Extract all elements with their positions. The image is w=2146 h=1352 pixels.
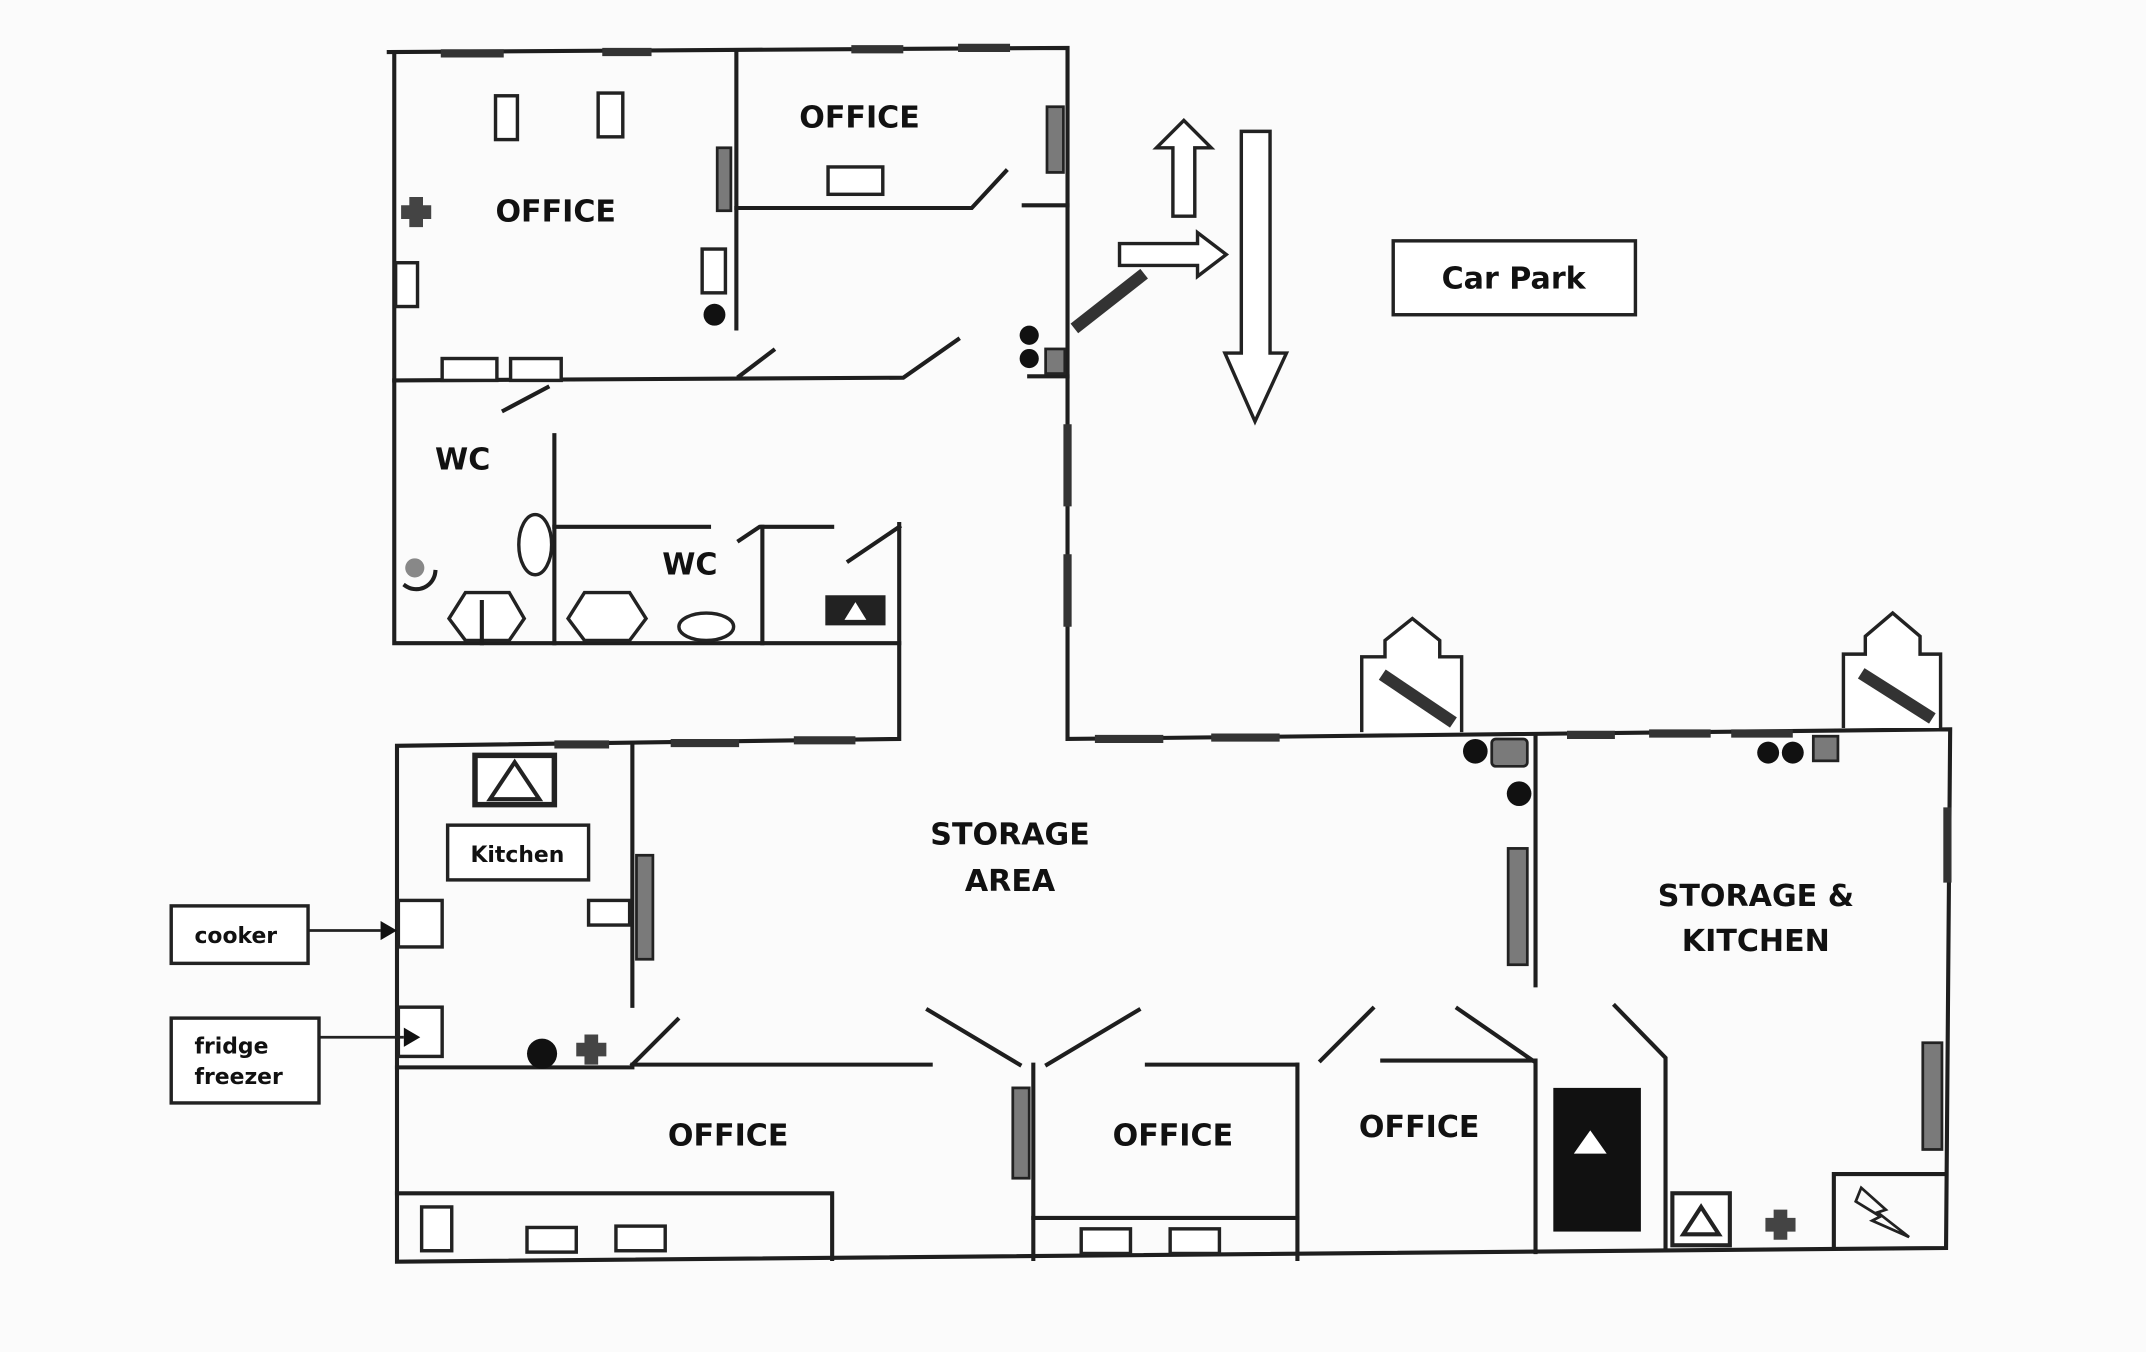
right-arrow-icon: [1117, 229, 1230, 280]
room-wc-right: WC: [662, 548, 717, 583]
electric-lightning-icon: [1854, 1185, 1910, 1239]
windows: [440, 43, 1952, 883]
callouts: Car Park Kitchen cooker fridge freezer: [169, 239, 1638, 1105]
room-office-top-left: OFFICE: [495, 195, 616, 230]
room-office-top-right: OFFICE: [799, 100, 920, 135]
room-labels: OFFICE OFFICE WC WC STORAGE AREA STORAGE…: [435, 100, 1854, 1153]
room-wc-left: WC: [435, 442, 490, 477]
freezer-label: freezer: [194, 1065, 283, 1090]
down-arrow-icon: [1222, 129, 1290, 426]
cooker-label: cooker: [194, 924, 277, 949]
room-storage-area-2: AREA: [965, 864, 1056, 899]
car-park-label: Car Park: [1442, 262, 1587, 297]
room-office-bottom-left: OFFICE: [668, 1118, 789, 1153]
outer-walls: [386, 45, 1953, 1264]
room-storage-kitchen-2: KITCHEN: [1682, 924, 1830, 959]
radiators: [635, 105, 1944, 1180]
room-storage-kitchen: STORAGE &: [1658, 879, 1854, 914]
room-office-bottom-right: OFFICE: [1359, 1110, 1480, 1145]
entrance-arrows: [1070, 118, 1943, 733]
fridge-label: fridge: [194, 1035, 268, 1060]
up-arrow-icon: [1152, 118, 1216, 218]
kitchen-label: Kitchen: [470, 843, 564, 868]
symbols: [401, 197, 1910, 1248]
interior-walls: [392, 49, 1949, 1261]
room-storage-area: STORAGE: [930, 817, 1090, 852]
furniture: [393, 91, 1222, 1256]
room-office-bottom-middle: OFFICE: [1113, 1118, 1234, 1153]
